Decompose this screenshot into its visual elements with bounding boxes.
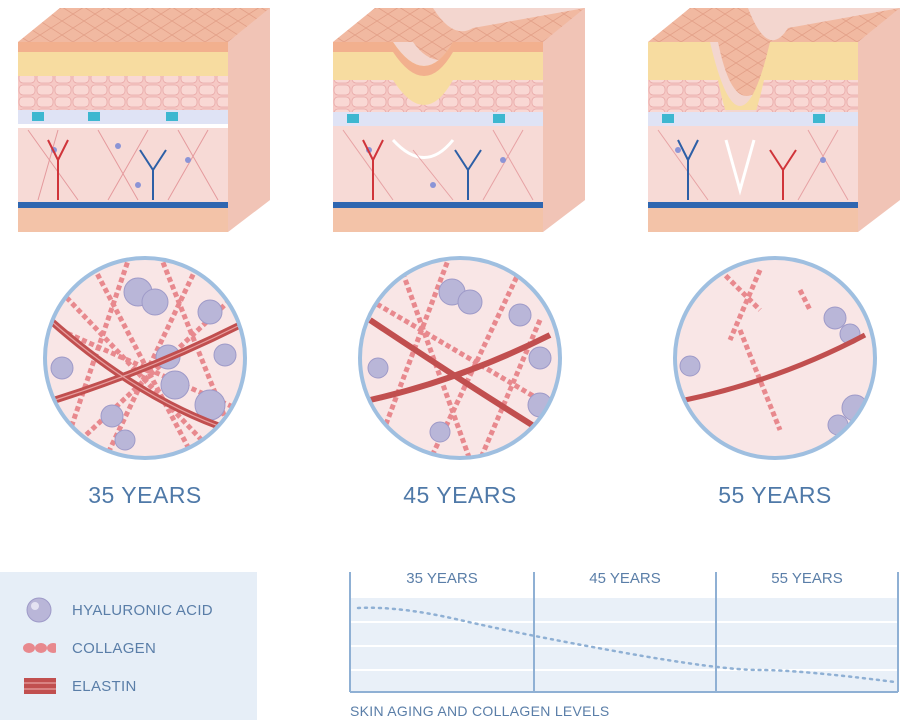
legend-label: COLLAGEN xyxy=(72,639,157,657)
collagen-beads-icon xyxy=(22,634,56,662)
skin-block-55 xyxy=(648,8,900,232)
magnified-view-45 xyxy=(358,256,562,460)
legend: HYALURONIC ACID COLLAGEN ELASTIN xyxy=(0,572,257,720)
skin-block-45 xyxy=(333,8,585,232)
legend-item-hyaluronic-acid: HYALURONIC ACID xyxy=(22,596,213,624)
elastin-band-icon xyxy=(22,672,56,700)
stage-label-45: 45 YEARS xyxy=(403,482,517,508)
table-header-35: 35 YEARS xyxy=(406,570,478,587)
magnified-view-55 xyxy=(673,256,877,460)
table-caption: SKIN AGING AND COLLAGEN LEVELS xyxy=(350,703,610,719)
legend-label: HYALURONIC ACID xyxy=(72,601,213,619)
table-header-45: 45 YEARS xyxy=(589,570,661,587)
legend-item-elastin: ELASTIN xyxy=(22,672,137,700)
stage-label-35: 35 YEARS xyxy=(88,482,202,508)
legend-item-collagen: COLLAGEN xyxy=(22,634,156,662)
collagen-level-table xyxy=(349,572,899,693)
stage-label-55: 55 YEARS xyxy=(718,482,832,508)
table-header-55: 55 YEARS xyxy=(771,570,843,587)
magnified-view-35 xyxy=(43,256,247,460)
sphere-icon xyxy=(22,596,56,624)
collagen-trend-line xyxy=(356,606,897,684)
legend-label: ELASTIN xyxy=(72,677,137,695)
skin-block-35 xyxy=(18,8,270,232)
